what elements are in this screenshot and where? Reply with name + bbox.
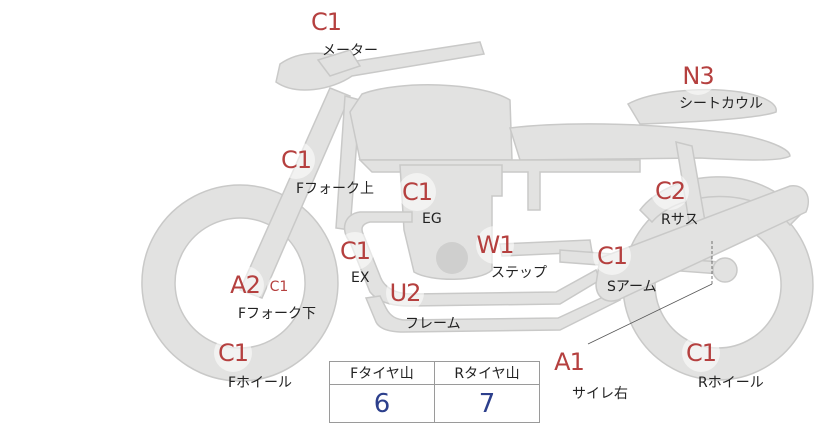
part-label: ステップ [491, 265, 547, 281]
part-label: サイレ右 [572, 386, 628, 402]
damage-grade-badge: C1 [593, 237, 631, 275]
damage-grade-badge: U2 [386, 274, 424, 312]
front-tire-value: 6 [329, 384, 435, 423]
part-label: EX [351, 270, 370, 286]
front-fork-shape [238, 87, 351, 299]
seat-cowl-shape [626, 88, 777, 125]
part-label: メーター [322, 43, 378, 59]
damage-grade-badge: C2 [651, 172, 689, 210]
damage-grade-badge: C1 [682, 334, 720, 372]
table-header-row: Fタイヤ山 Rタイヤ山 [329, 361, 540, 385]
secondary-grade-badge: C1 [267, 275, 291, 299]
table-row: 6 7 [329, 384, 540, 423]
part-label: Rサス [661, 212, 699, 228]
damage-grade-badge: C1 [277, 141, 315, 179]
engine-cover-shape [436, 242, 468, 274]
damage-grade-badge: C1 [398, 173, 436, 211]
rear-tire-value: 7 [434, 384, 540, 423]
part-label: Fホイール [228, 375, 293, 391]
damage-grade-badge: A1 [550, 343, 588, 381]
damage-grade-badge: N3 [679, 57, 717, 95]
front-tire-header: Fタイヤ山 [329, 361, 435, 385]
meter-shape [316, 49, 362, 77]
seat-shape [509, 123, 791, 161]
part-label: EG [422, 211, 442, 227]
part-label: Fフォーク上 [296, 181, 375, 197]
damage-grade-badge: A2 [226, 266, 264, 304]
tire-tread-table: Fタイヤ山 Rタイヤ山 6 7 [329, 361, 540, 423]
rear-tire-header: Rタイヤ山 [434, 361, 540, 385]
part-label: フレーム [405, 316, 461, 332]
damage-grade-badge: W1 [476, 226, 515, 264]
damage-grade-badge: C1 [214, 334, 252, 372]
part-label: シートカウル [679, 96, 763, 112]
damage-grade-badge: C1 [336, 232, 374, 270]
muffler-leader-line [587, 283, 713, 345]
swing-arm-pivot-shape [712, 257, 738, 283]
fuel-tank-shape [349, 84, 513, 161]
part-label: Fフォーク下 [238, 306, 317, 322]
part-label: Rホイール [698, 375, 764, 391]
damage-grade-badge: C1 [307, 3, 345, 41]
part-label: Sアーム [607, 279, 657, 295]
handlebar-shape [275, 41, 485, 91]
